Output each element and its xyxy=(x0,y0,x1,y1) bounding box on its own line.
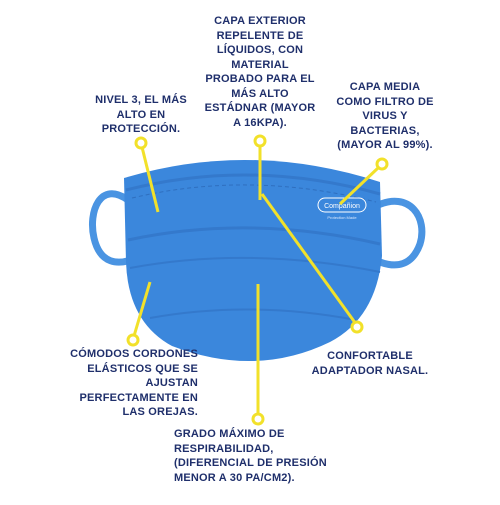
callout-dot-level-3 xyxy=(134,136,148,150)
callout-dot-breathability xyxy=(251,412,265,426)
callout-dot-middle-layer xyxy=(375,157,389,171)
callout-line-middle-layer xyxy=(338,166,380,206)
callout-line-ear-loops xyxy=(132,281,152,337)
callout-line-nose-adapter xyxy=(260,193,358,325)
callout-text-ear-loops: CÓMODOS CORDONES ELÁSTICOS QUE SE AJUSTA… xyxy=(70,348,198,418)
brand-name: Compañion xyxy=(324,203,360,210)
mask-pleat-lower xyxy=(129,256,381,273)
callout-dot-nose-adapter xyxy=(350,320,364,334)
callout-text-nose-adapter: CONFORTABLE ADAPTADOR NASAL. xyxy=(311,350,429,377)
mask-pleat-stitch xyxy=(131,184,377,203)
callout-text-outer-layer: CAPA EXTERIOR REPELENTE DE LÍQUIDOS, CON… xyxy=(204,15,316,129)
mask-pleat-middle xyxy=(127,226,381,246)
callout-text-breathability: GRADO MÁXIMO DE RESPIRABILIDAD, (DIFEREN… xyxy=(174,428,327,484)
right-ear-loop xyxy=(372,197,426,269)
callout-dot-outer-layer xyxy=(253,134,267,148)
left-ear-loop xyxy=(89,190,140,266)
callout-line-level-3 xyxy=(140,146,160,213)
callout-text-level-3: NIVEL 3, EL MÁS ALTO EN PROTECCIÓN. xyxy=(95,94,187,135)
callout-dot-ear-loops xyxy=(126,333,140,347)
mask-pleat-top xyxy=(125,173,381,196)
mask-body xyxy=(124,159,382,362)
callout-text-middle-layer: CAPA MEDIA COMO FILTRO DE VIRUS Y BACTER… xyxy=(336,81,434,151)
brand-tagline: Protection Made xyxy=(327,215,357,220)
brand-badge xyxy=(317,197,367,213)
mask-pleat-bottom xyxy=(149,308,357,321)
